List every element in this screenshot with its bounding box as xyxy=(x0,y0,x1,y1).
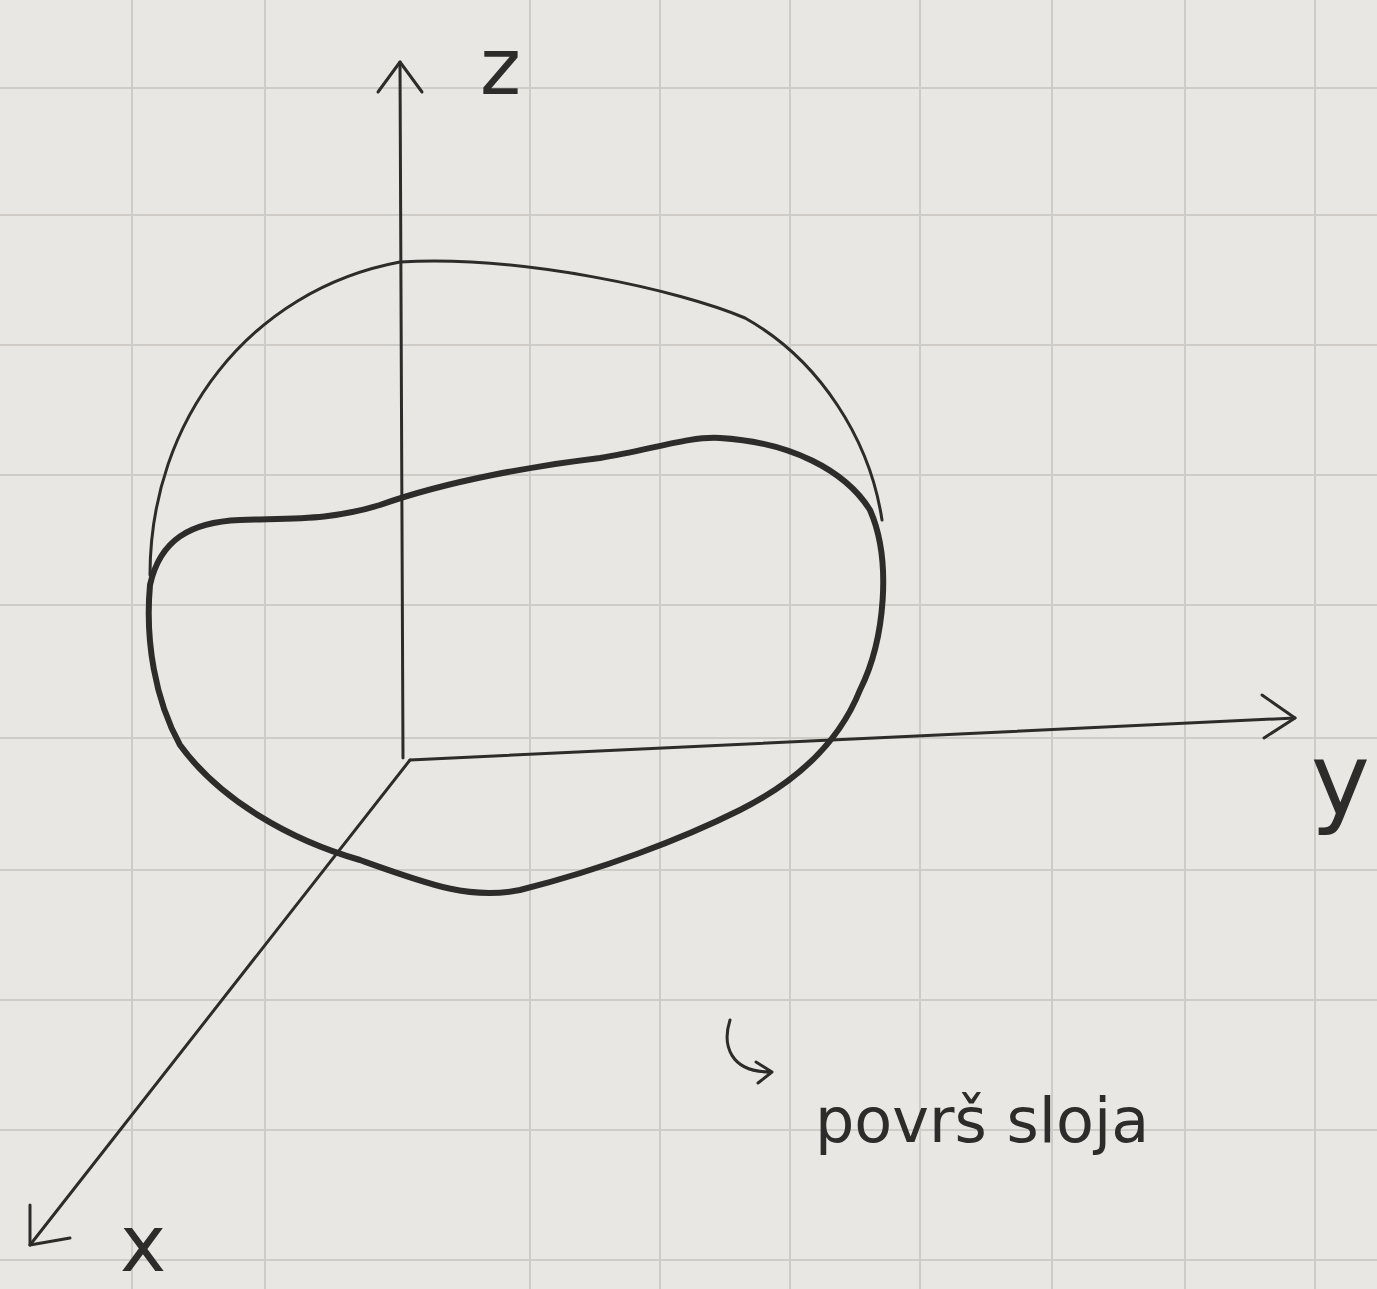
leader-hook xyxy=(727,1020,772,1083)
axis-name: x xyxy=(120,1205,166,1283)
note-label: površ sloja xyxy=(815,1090,1149,1152)
z-axis xyxy=(400,62,403,758)
axis-name: y xyxy=(1311,730,1370,830)
x-axis xyxy=(30,760,410,1245)
axis-name: z xyxy=(480,28,521,106)
y-arrowhead xyxy=(1262,695,1295,738)
sphere-outline xyxy=(150,261,882,575)
intersection-curve xyxy=(149,438,883,893)
x-arrowhead xyxy=(30,1205,70,1245)
z-arrowhead xyxy=(378,62,422,92)
y-axis xyxy=(410,718,1295,760)
